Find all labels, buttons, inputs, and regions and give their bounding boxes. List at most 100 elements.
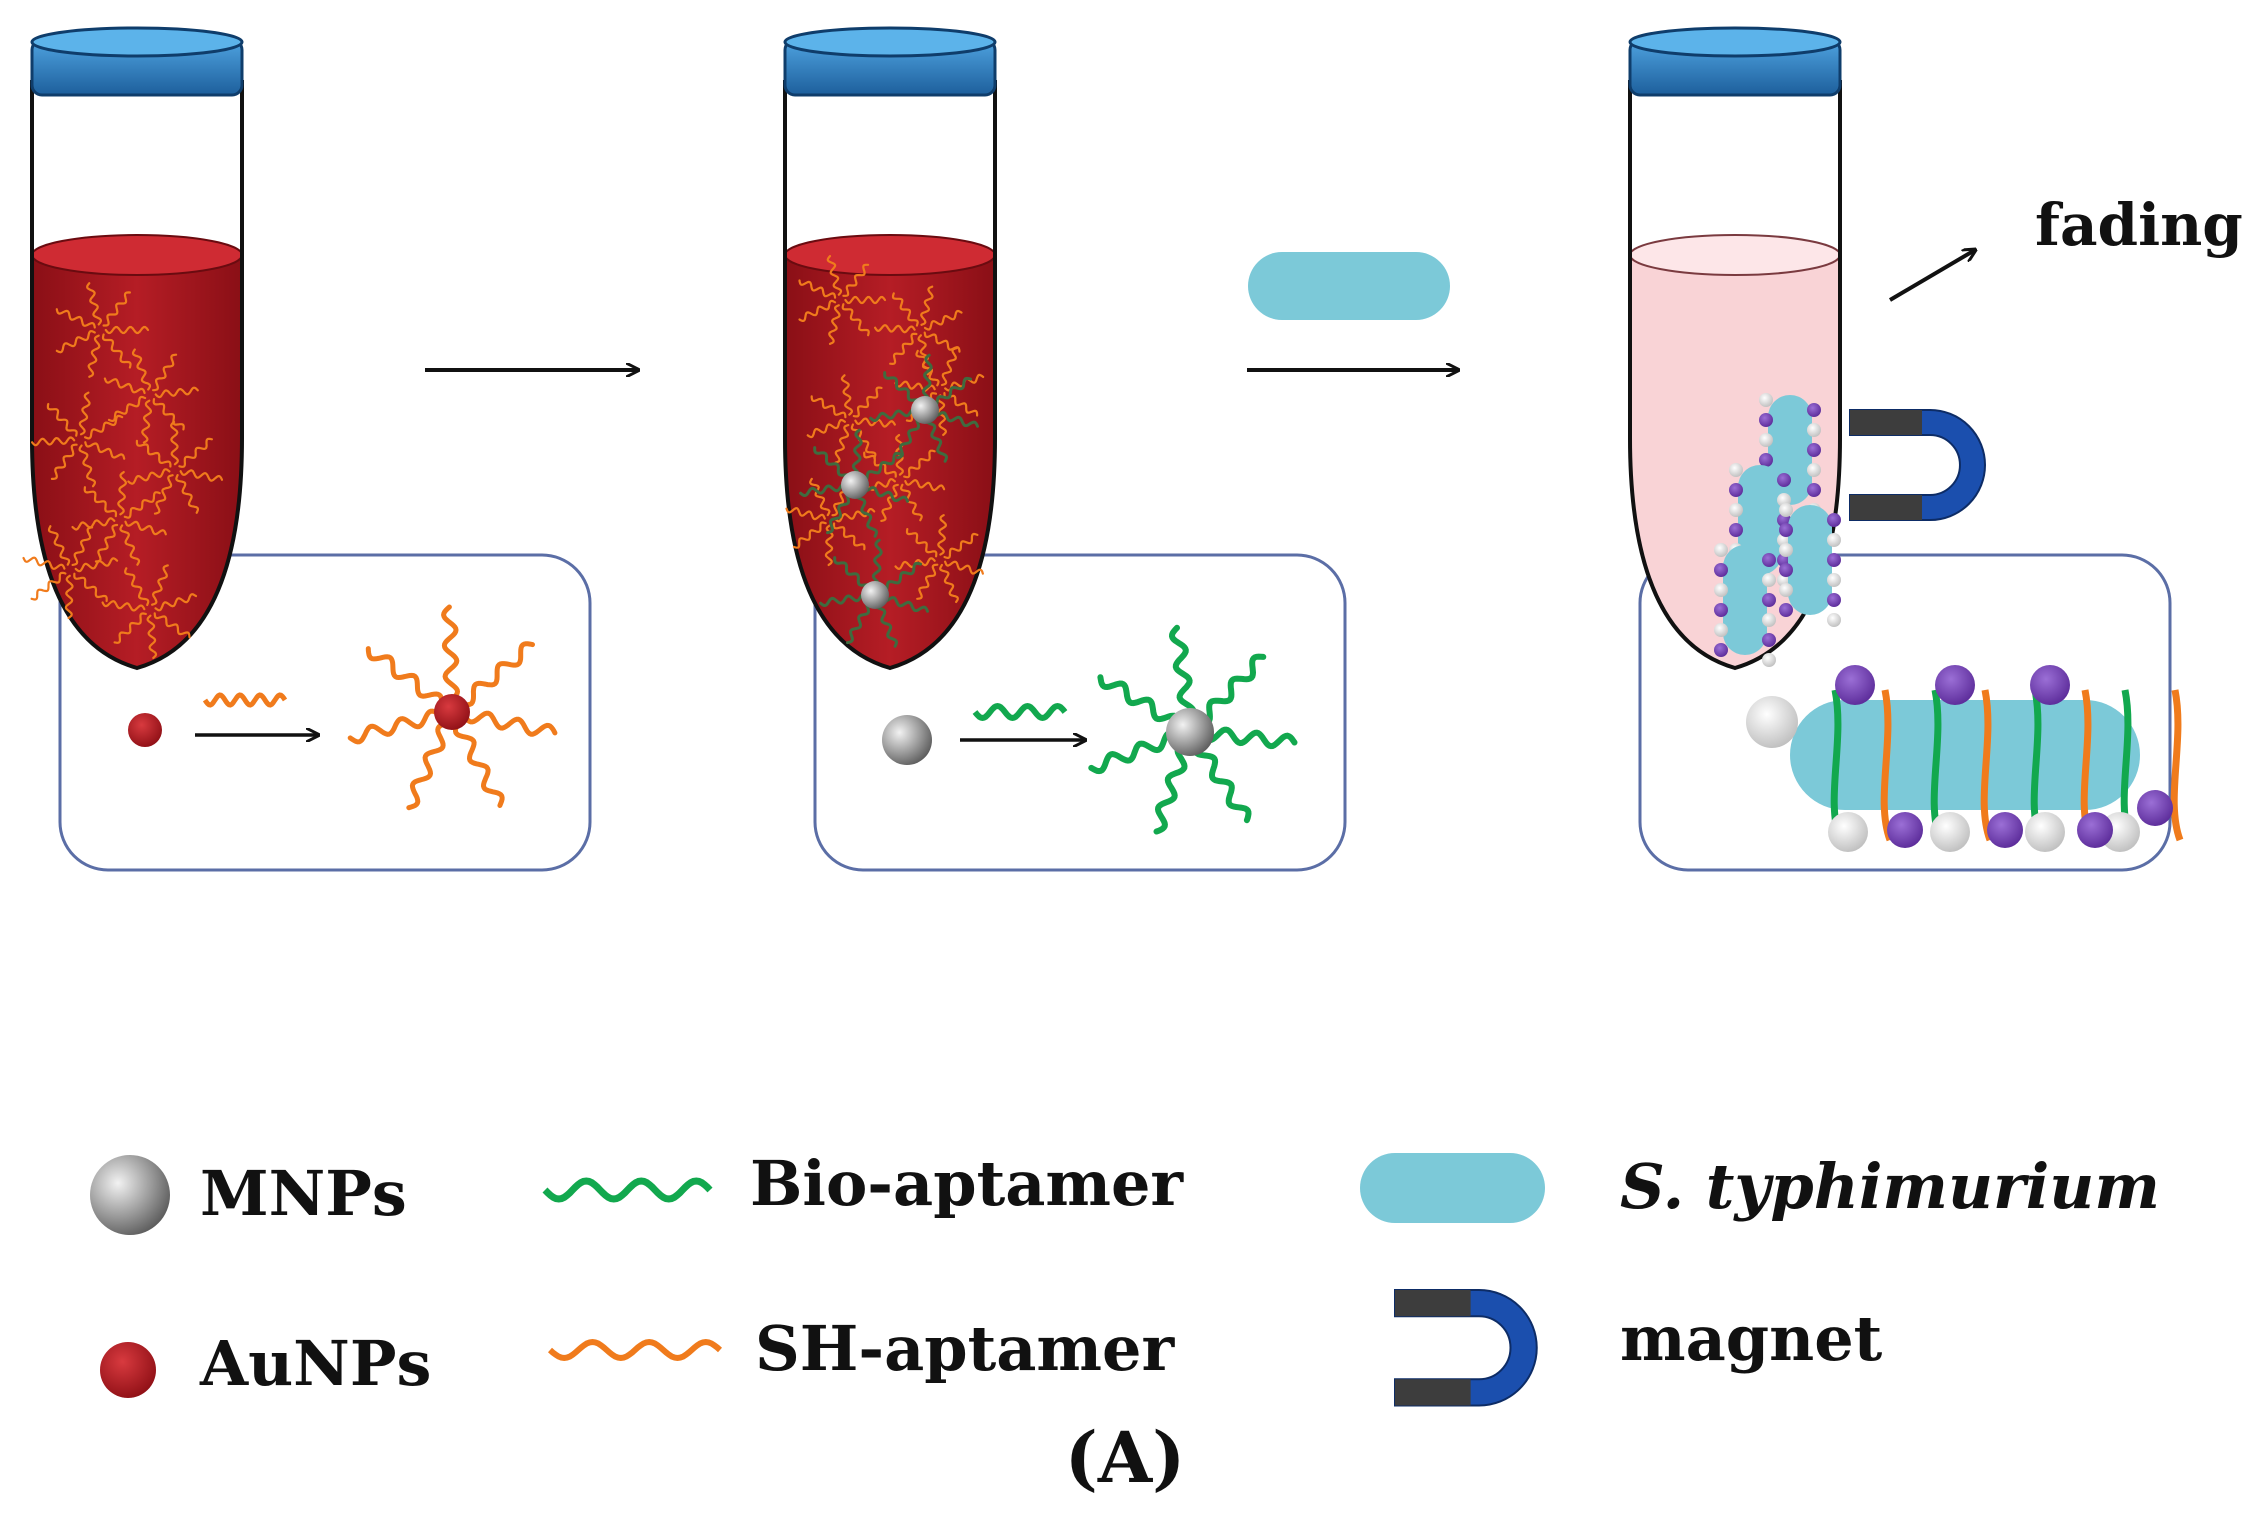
aptamer-strand [119, 524, 141, 566]
bead [1714, 643, 1728, 657]
aptamer-strand [859, 451, 902, 484]
liquid-surface [31, 234, 243, 276]
aptamer-strand [152, 398, 185, 431]
magnet-arm-top [1395, 1290, 1471, 1317]
tube2-mnp-complex [799, 428, 909, 538]
aptamer-strand [899, 483, 923, 522]
bead [1827, 533, 1841, 547]
aptamer-strand [810, 395, 847, 419]
tube2-aunp-complex [806, 374, 896, 464]
bead [1729, 483, 1743, 497]
aptamer-strand [854, 417, 896, 428]
aptamer-strand [851, 428, 863, 480]
tube-outline [783, 80, 997, 671]
bead [1827, 613, 1841, 627]
inset-box-3 [1638, 553, 2172, 872]
inset3-top-purple [2030, 665, 2070, 705]
bead [1729, 523, 1743, 537]
aptamer-strand [929, 376, 972, 409]
aptamer-strand [850, 423, 877, 459]
bead [1827, 593, 1841, 607]
aptamer-strand [889, 332, 918, 366]
legend-bacteria-label: S. typhimurium [1620, 1150, 2160, 1223]
aptamer-strand [880, 483, 899, 522]
aptamer-strand [916, 563, 939, 600]
inset1-aunp [128, 713, 162, 747]
aptamer-strand [178, 437, 213, 468]
aptamer-strand [461, 710, 558, 737]
aptamer-strand [940, 347, 958, 387]
aptamer-strand [84, 414, 124, 440]
aptamer-strand [103, 377, 146, 395]
aptamer-strand [798, 279, 837, 299]
aptamer-strand [152, 353, 178, 392]
aptamer-strand [107, 395, 147, 422]
magnet-arm-bottom [1850, 495, 1922, 520]
bead [1759, 393, 1773, 407]
aptamer-strand [78, 444, 96, 488]
aptamer-strand [46, 402, 78, 437]
inset3-bottom-white [2025, 812, 2065, 852]
aptamer-strand [879, 561, 922, 594]
liquid-surface [1629, 234, 1841, 276]
aptamer-strand [347, 708, 443, 745]
aptamer-strand [78, 391, 91, 436]
inset3-bottom-white [1930, 812, 1970, 852]
aptamer-strand [101, 600, 146, 612]
aptamer-strand [828, 304, 841, 345]
aptamer-strand [874, 599, 899, 648]
bead [1762, 573, 1776, 587]
aptamer-strand [30, 571, 67, 601]
tube1-aunp-complex [127, 420, 224, 515]
aptamer-strand [153, 612, 191, 639]
inset1-conjugate-core [434, 694, 470, 730]
aptamer-strand [441, 604, 461, 702]
aptamer-strand [135, 439, 172, 468]
tube-cap-top [783, 26, 997, 58]
aptamer-strand [1088, 729, 1182, 775]
aptamer-strand [852, 386, 883, 418]
bead [1827, 573, 1841, 587]
aptamer-strand [869, 407, 920, 422]
inset2-bio-aptamer [972, 702, 1068, 722]
aptamer-strand [879, 595, 929, 613]
aptamer-strand [944, 560, 984, 575]
aptamer-strand [50, 443, 78, 480]
aptamer-strand [47, 525, 71, 566]
bead [1714, 563, 1728, 577]
bead [1714, 623, 1728, 637]
legend-magnet-label: magnet [1620, 1302, 1883, 1375]
aptamer-strand [842, 263, 870, 297]
aptamer-strand [806, 418, 846, 439]
aptamer-strand [840, 374, 853, 416]
bead [1777, 473, 1791, 487]
magnet-pole [1849, 409, 1986, 521]
aptamer-strand [127, 468, 171, 485]
bead [1807, 443, 1821, 457]
inset3-sh-strand [1980, 689, 1994, 842]
aptamer-strand [1153, 740, 1189, 835]
captured-bacterium [1788, 505, 1832, 615]
aptamer-strand [826, 489, 854, 535]
fading-arrow [1888, 250, 1975, 302]
tube2-mnp [861, 581, 889, 609]
bead [1759, 433, 1773, 447]
aptamer-strand [924, 414, 949, 463]
aptamer-strand [915, 349, 940, 387]
legend-bio-aptamer-label: Bio-aptamer [750, 1147, 1184, 1220]
tube-outline [30, 80, 244, 671]
inset3-bottom-purple [1887, 812, 1923, 848]
aptamer-strand [799, 482, 850, 497]
inset3-bottom-purple [2077, 812, 2113, 848]
inset1-conjugate [347, 604, 558, 811]
aptamer-strand [871, 538, 883, 590]
aptamer-strand [86, 282, 102, 326]
legend [90, 1153, 1545, 1407]
aptamer-strand [123, 491, 161, 519]
bead [1729, 503, 1743, 517]
tube1-aunp-complex [101, 564, 198, 659]
aptamer-strand [179, 469, 224, 482]
aptamer-strand [798, 299, 837, 322]
